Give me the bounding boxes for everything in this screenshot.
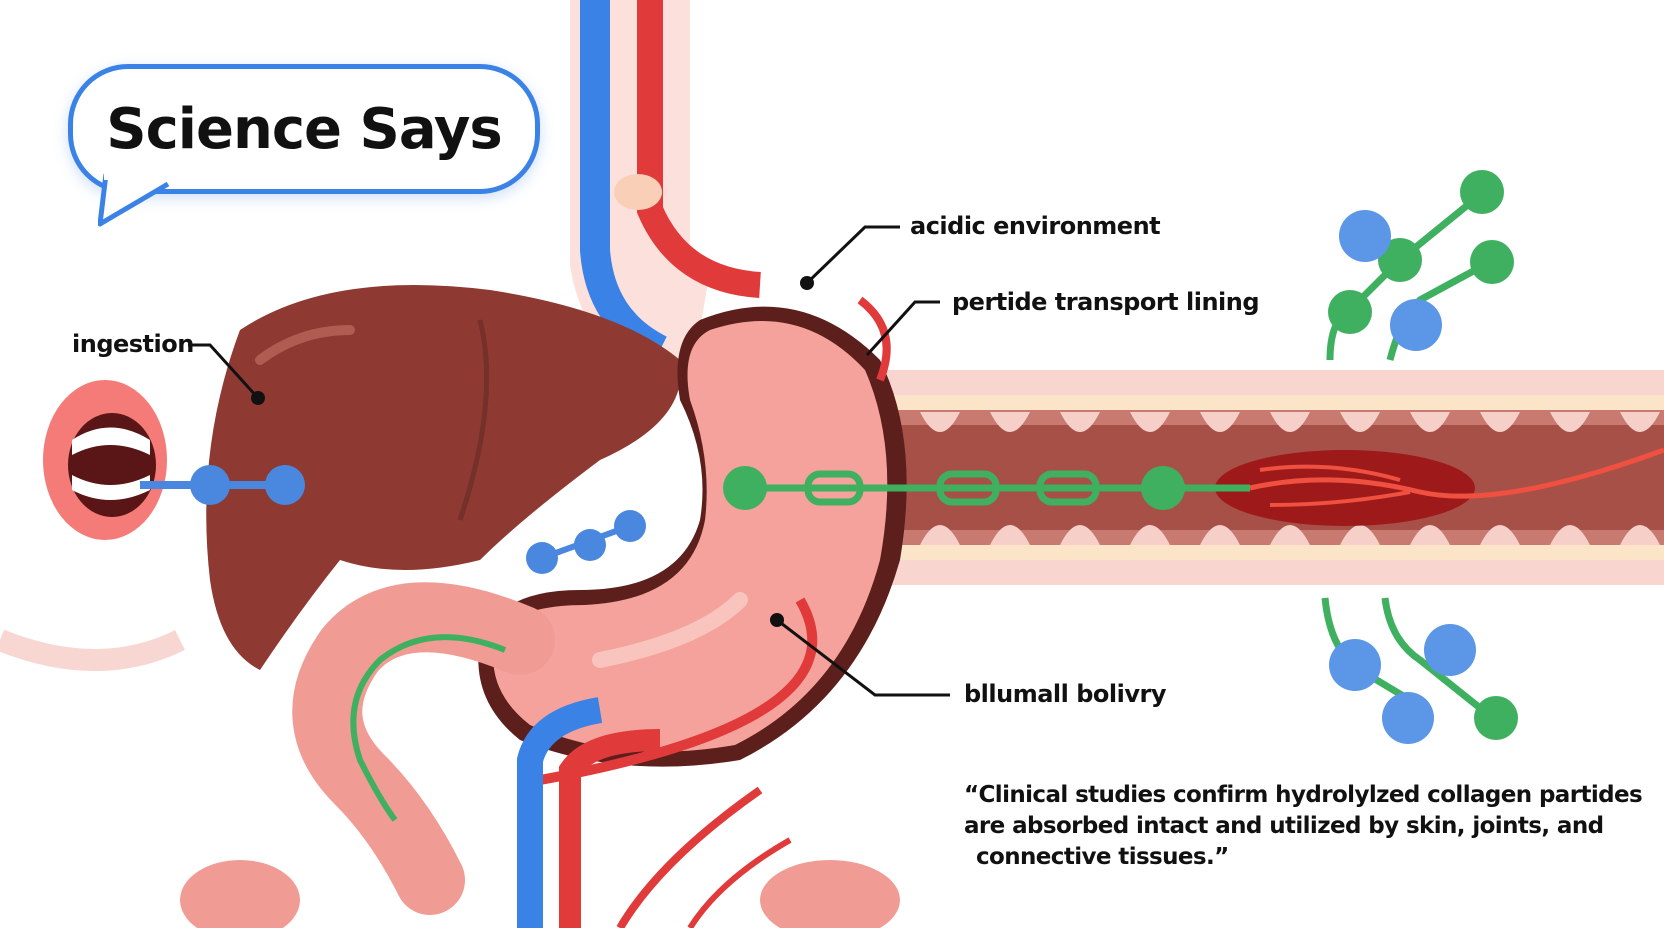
- label-transport-lining: pertide transport lining: [952, 288, 1260, 316]
- leader-dots: [251, 276, 814, 627]
- absorbed-molecules-bottom: [1321, 597, 1518, 744]
- lower-vessels: [517, 697, 792, 928]
- quote-line: connective tissues.”: [976, 844, 1229, 870]
- background-arc: [0, 629, 185, 671]
- label-lower: bllumall bolivry: [964, 680, 1166, 708]
- upper-vessels: [570, 0, 762, 390]
- quote-block: “Clinical studies confirm hydrolylzed co…: [964, 780, 1643, 873]
- villi-top: [920, 412, 1660, 432]
- intestine-tube: [860, 370, 1664, 585]
- mouth: [43, 380, 167, 540]
- speech-bubble-tail: [98, 174, 172, 227]
- label-acidic-environment: acidic environment: [910, 212, 1161, 240]
- quote-line: “Clinical studies confirm hydrolylzed co…: [964, 782, 1643, 808]
- stomach: [478, 296, 907, 785]
- speech-bubble: Science Says: [68, 64, 540, 194]
- ingested-molecule: [140, 465, 305, 505]
- vessel-node: [614, 174, 662, 210]
- liver: [206, 285, 681, 670]
- page-title: Science Says: [106, 96, 502, 162]
- quote-line: are absorbed intact and utilized by skin…: [964, 813, 1604, 839]
- small-molecule: [526, 510, 646, 574]
- small-intestine-chain: [350, 634, 507, 822]
- villi-bottom: [920, 525, 1660, 545]
- lower-intestines: [180, 582, 900, 928]
- absorbed-molecules-top: [1326, 170, 1514, 361]
- peptide-head: [723, 466, 767, 510]
- label-ingestion: ingestion: [72, 330, 194, 358]
- leader-lines: [188, 225, 950, 697]
